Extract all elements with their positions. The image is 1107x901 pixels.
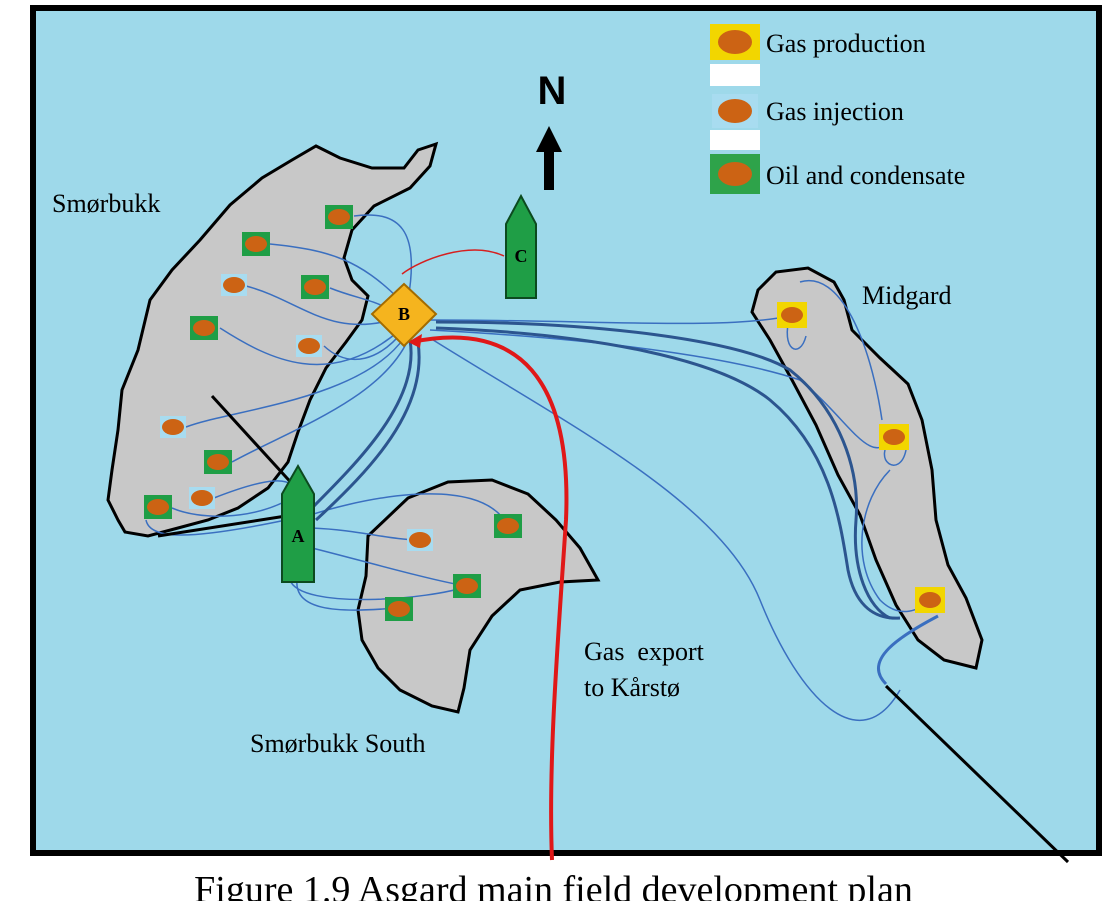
export-arrowhead (408, 334, 422, 348)
well-oil-8 (453, 574, 481, 598)
legend-item-oil-condensate: Oil and condensate (710, 154, 965, 194)
well-gas-2 (879, 424, 909, 450)
well-inj-1 (221, 274, 247, 296)
well-inj-5 (407, 529, 433, 551)
smorbukk-label: Smørbukk (52, 189, 160, 218)
well-oil-9 (385, 597, 413, 621)
well-oil-7 (494, 514, 522, 538)
well-oil-4 (190, 316, 218, 340)
main-flowline-bundles (308, 320, 939, 686)
legend-label-oil-condensate: Oil and condensate (766, 161, 965, 190)
gas-export-label-line2: to Kårstø (584, 673, 680, 702)
facility-b-label: B (398, 304, 410, 324)
figure-caption: Figure 1.9 Asgard main field development… (194, 869, 913, 901)
compass-label: N (538, 69, 567, 113)
well-inj-4 (189, 487, 215, 509)
gas-export-label-line1: Gas export (584, 637, 705, 666)
smorbukk-field (106, 141, 439, 538)
north-arrow-icon: N (536, 69, 566, 190)
gas-injection-wells (160, 274, 433, 551)
well-oil-3 (301, 275, 329, 299)
flowlines (145, 214, 931, 722)
legend-label-gas-injection: Gas injection (766, 97, 904, 126)
well-oil-5 (204, 450, 232, 474)
well-inj-2 (296, 335, 322, 357)
well-gas-1 (777, 302, 807, 328)
gas-production-wells (777, 302, 945, 613)
risers (157, 394, 1070, 864)
facility-b: B (370, 282, 438, 348)
facility-c-label: C (515, 246, 528, 266)
legend: Gas production Gas injection Oil and con… (710, 24, 965, 194)
facility-c: C (505, 193, 537, 299)
legend-label-gas-production: Gas production (766, 29, 926, 58)
gas-export-pipeline (411, 335, 569, 861)
legend-item-gas-injection: Gas injection (712, 94, 904, 128)
well-oil-6 (144, 495, 172, 519)
midgard-label: Midgard (862, 281, 952, 310)
well-oil-2 (242, 232, 270, 256)
well-inj-3 (160, 416, 186, 438)
well-oil-1 (325, 205, 353, 229)
facility-a: A (281, 463, 315, 583)
facility-a-label: A (292, 526, 305, 546)
legend-item-gas-production: Gas production (710, 24, 926, 60)
oil-condensate-wells (144, 205, 522, 621)
smorbukk-south-label: Smørbukk South (250, 729, 426, 758)
well-gas-3 (915, 587, 945, 613)
